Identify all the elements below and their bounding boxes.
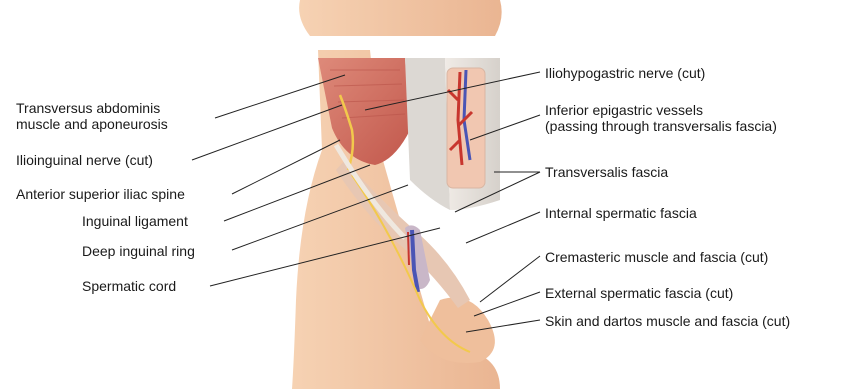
label-transversalis-fascia: Transversalis fascia bbox=[545, 164, 668, 180]
label-deep-inguinal-ring: Deep inguinal ring bbox=[82, 243, 195, 259]
label-ilioinguinal-nerve: Ilioinguinal nerve (cut) bbox=[16, 152, 153, 168]
label-inguinal-ligament: Inguinal ligament bbox=[82, 213, 188, 229]
label-internal-spermatic-fascia: Internal spermatic fascia bbox=[545, 205, 697, 221]
label-cremasteric-muscle: Cremasteric muscle and fascia (cut) bbox=[545, 249, 768, 265]
upper-torso-skin bbox=[299, 0, 502, 36]
cord-artery bbox=[408, 232, 409, 265]
label-skin-dartos: Skin and dartos muscle and fascia (cut) bbox=[545, 313, 790, 329]
label-spermatic-cord: Spermatic cord bbox=[82, 278, 176, 294]
label-transversus-abdominis: Transversus abdominis muscle and aponeur… bbox=[16, 100, 168, 132]
label-inferior-epigastric-vessels: Inferior epigastric vessels (passing thr… bbox=[545, 102, 777, 134]
label-iliohypogastric-nerve: Iliohypogastric nerve (cut) bbox=[545, 65, 705, 81]
label-anterior-superior-iliac-spine: Anterior superior iliac spine bbox=[16, 186, 185, 202]
aponeurosis bbox=[405, 58, 450, 210]
label-external-spermatic-fascia: External spermatic fascia (cut) bbox=[545, 285, 733, 301]
